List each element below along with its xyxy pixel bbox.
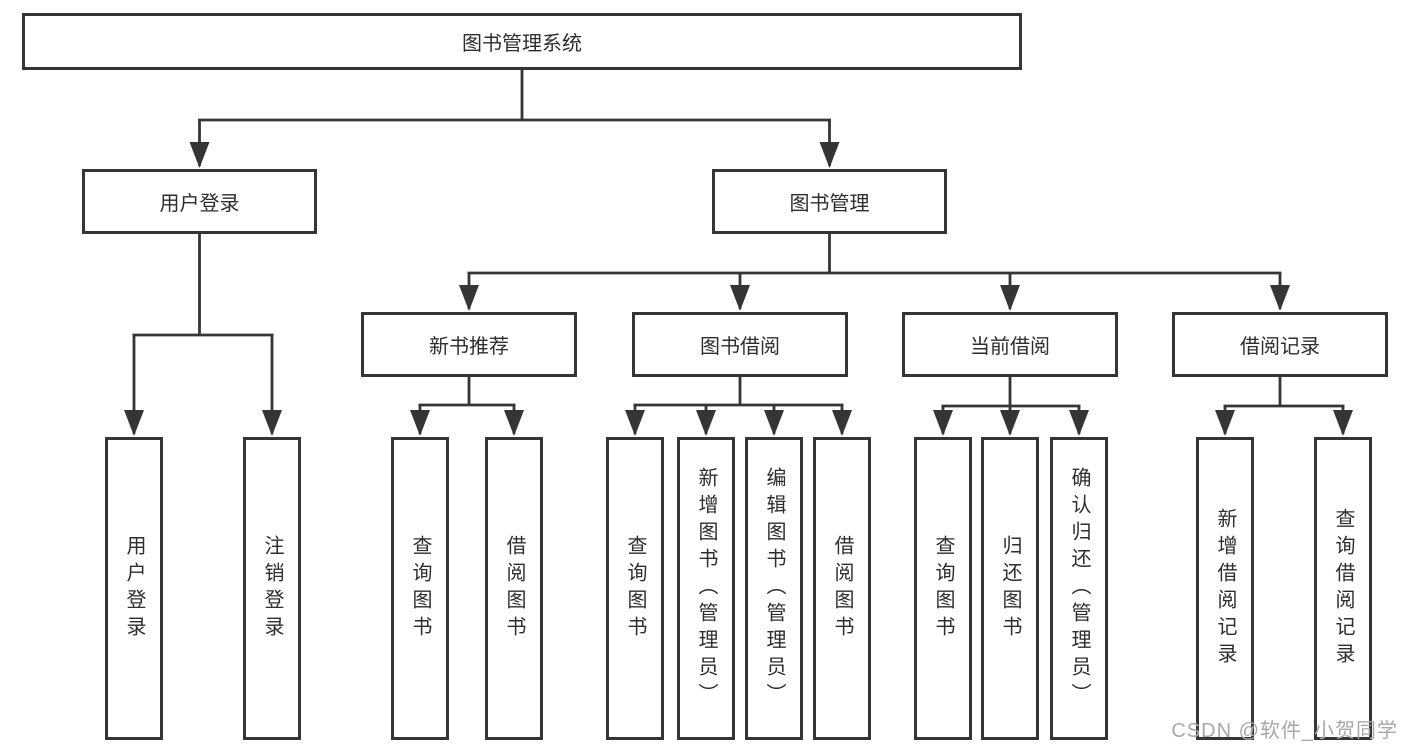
leaf-return-books: 归还图书	[981, 437, 1039, 740]
leaf-query-books-borrow: 查询图书	[606, 437, 664, 740]
leaf-add-books-admin: 新增图书（管理员）	[677, 437, 735, 740]
node-new-book-recommendation: 新书推荐	[361, 312, 577, 377]
node-user-login: 用户登录	[82, 169, 317, 234]
node-book-management: 图书管理	[712, 169, 947, 234]
leaf-borrow-books: 借阅图书	[485, 437, 543, 740]
leaf-edit-books-admin: 编辑图书（管理员）	[745, 437, 803, 740]
node-borrowing-records: 借阅记录	[1172, 312, 1388, 377]
leaf-query-books: 查询图书	[391, 437, 449, 740]
leaf-borrow-books-2: 借阅图书	[813, 437, 871, 740]
leaf-confirm-return-admin: 确认归还（管理员）	[1050, 437, 1108, 740]
leaf-query-borrow-record: 查询借阅记录	[1314, 437, 1372, 740]
node-current-borrowing: 当前借阅	[902, 312, 1118, 377]
leaf-user-login: 用户登录	[105, 437, 163, 740]
node-book-borrowing: 图书借阅	[632, 312, 848, 377]
leaf-add-borrow-record: 新增借阅记录	[1196, 437, 1254, 740]
leaf-logout: 注销登录	[243, 437, 301, 740]
csdn-watermark: CSDN @软件_小贺同学	[1171, 720, 1398, 742]
leaf-query-books-current: 查询图书	[914, 437, 972, 740]
node-library-management-system: 图书管理系统	[22, 13, 1022, 70]
